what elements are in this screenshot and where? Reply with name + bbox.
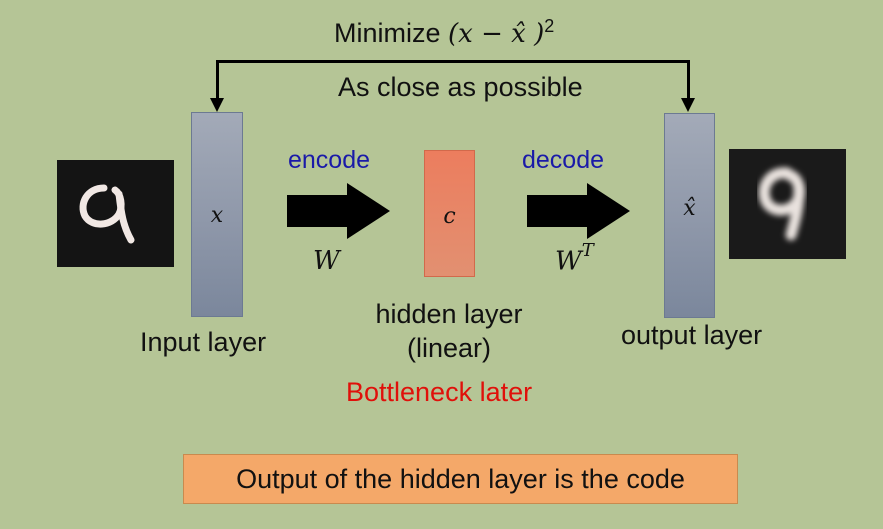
code-note-box: Output of the hidden layer is the code [183,454,738,504]
output-layer-bar: x̂ [664,113,715,318]
decode-weight-symbol: W [555,246,582,277]
output-layer-label: output layer [621,320,763,350]
input-layer-label: Input layer [140,327,267,357]
feedback-line-top [216,60,690,63]
minimize-formula: Minimize (x − x̂ )2 [334,16,554,49]
minimize-word: Minimize [334,18,441,48]
feedback-arrowhead-input [210,98,224,112]
output-symbol: x̂ [683,196,696,221]
code-note-text: Output of the hidden layer is the code [236,463,685,494]
hidden-layer-label-line2: (linear) [406,333,492,363]
decode-weight-transpose: T [581,240,594,261]
input-layer-bar: x [191,112,243,317]
decode-arrow [527,183,630,239]
loss-exponent: 2 [544,16,555,36]
output-digit-image [729,149,846,259]
decode-label: decode [522,146,605,174]
bottleneck-note: Bottleneck later [346,377,533,407]
hidden-symbol: c [443,204,456,229]
feedback-line-left [216,60,219,100]
feedback-arrowhead-output [681,98,695,112]
close-as-possible-caption: As close as possible [338,72,583,102]
decode-weight-label: WT [555,240,594,277]
hidden-layer-bar: c [424,150,475,277]
input-digit-image [57,160,174,267]
encode-weight-label: W [313,246,340,276]
hidden-layer-label: hidden layer (linear) [365,297,533,365]
feedback-line-right [687,60,690,100]
input-symbol: x [210,203,224,228]
encode-label: encode [288,146,371,174]
loss-formula: (x − x̂ ) [448,19,545,49]
encode-arrow [287,183,390,239]
hidden-layer-label-line1: hidden layer [375,299,523,329]
